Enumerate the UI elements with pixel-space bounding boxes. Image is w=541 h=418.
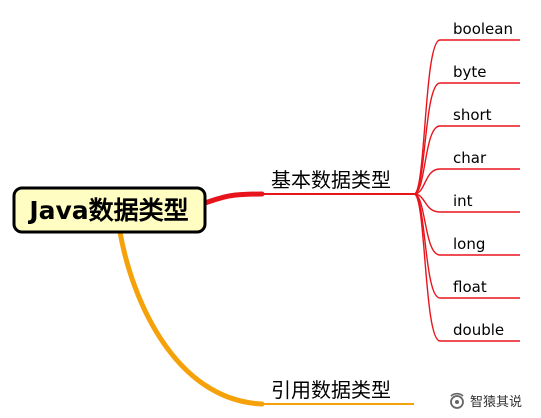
leaf-connector-double [413, 193, 520, 342]
leaf-connector-char [413, 168, 520, 195]
leaf-double[interactable]: double [453, 321, 504, 339]
root-node-label: Java数据类型 [27, 196, 188, 225]
leaf-connector-byte [413, 82, 520, 195]
root-node-box [12, 186, 207, 234]
leaf-connector-short [413, 125, 520, 195]
leaf-long[interactable]: long [453, 235, 485, 253]
leaf-connector-int [413, 193, 520, 213]
watermark-text: 智猿其说 [470, 395, 522, 410]
watermark: 智猿其说 [450, 392, 522, 410]
leaf-connector-boolean [413, 39, 520, 195]
leaf-boolean[interactable]: boolean [453, 20, 513, 38]
leaf-byte[interactable]: byte [453, 63, 487, 81]
leaf-char[interactable]: char [453, 149, 487, 167]
branch-label-primitive[interactable]: 基本数据类型 [271, 168, 391, 192]
root-node[interactable]: Java数据类型 [12, 186, 207, 234]
leaf-connectors [413, 39, 520, 342]
leaf-int[interactable]: int [453, 192, 473, 210]
branch-label-reference[interactable]: 引用数据类型 [271, 378, 391, 402]
leaf-short[interactable]: short [453, 106, 492, 124]
leaf-float[interactable]: float [453, 278, 487, 296]
connector-root-to-reference [117, 229, 265, 407]
connector-root-to-primitive [202, 191, 265, 206]
leaf-labels: boolean byte short char int long float double [453, 20, 513, 339]
wechat-official-account-icon [450, 392, 464, 409]
